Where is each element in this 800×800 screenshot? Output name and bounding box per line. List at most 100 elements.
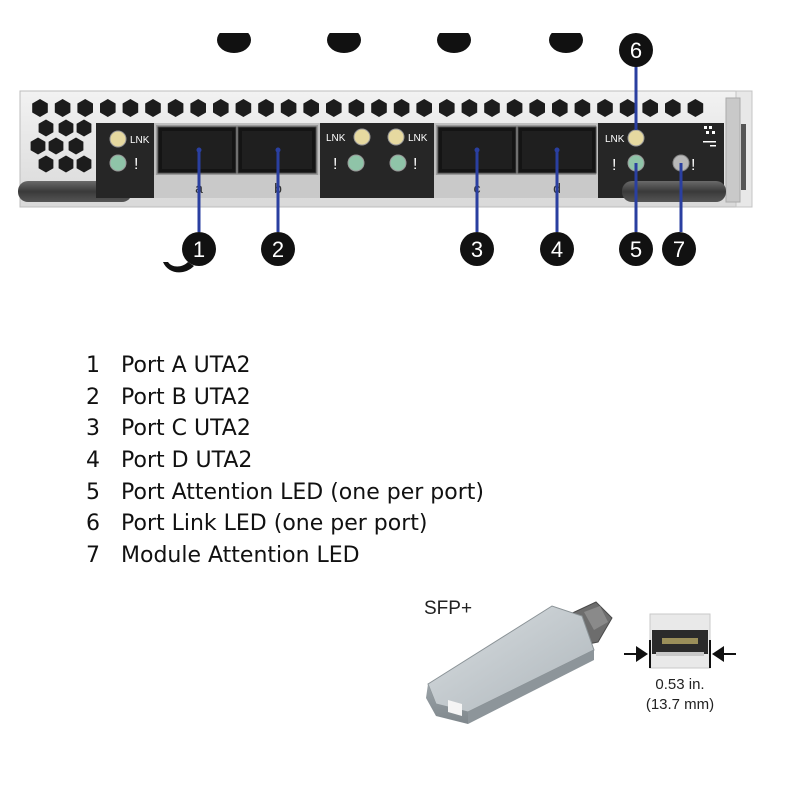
legend-text: Port A UTA2 xyxy=(121,353,251,378)
vent-hole xyxy=(100,99,116,117)
vent-hole xyxy=(416,99,432,117)
vent-hole xyxy=(597,99,613,117)
sfp-port-front-view xyxy=(649,613,711,669)
callout-6-number: 6 xyxy=(630,38,642,63)
dimension-arrows xyxy=(624,640,736,668)
callout-lines xyxy=(197,66,683,232)
led-label-lnk-b: LNK xyxy=(326,133,346,144)
legend-item-2: 2 Port B UTA2 xyxy=(86,382,484,414)
led-label-lnk-c: LNK xyxy=(408,133,428,144)
vent-hole xyxy=(461,99,478,117)
legend-item-6: 6 Port Link LED (one per port) xyxy=(86,508,484,540)
vent-hole xyxy=(32,99,48,117)
network-icon xyxy=(703,126,716,147)
vent-hole xyxy=(77,99,93,117)
vent-hole xyxy=(122,99,139,117)
legend-item-4: 4 Port D UTA2 xyxy=(86,445,484,477)
vent-hole xyxy=(439,99,455,117)
attention-mark-b: ! xyxy=(333,156,337,173)
vent-hole xyxy=(30,137,46,155)
link-led-a xyxy=(109,130,127,148)
vent-hole xyxy=(38,119,54,137)
legend-item-1: 1 Port A UTA2 xyxy=(86,350,484,382)
callout-7-number: 7 xyxy=(673,237,685,262)
vent-hole xyxy=(190,99,206,117)
link-led-d xyxy=(627,129,645,147)
vent-hole xyxy=(326,99,342,117)
attention-led-b xyxy=(347,154,365,172)
legend-number: 6 xyxy=(86,511,100,537)
vent-hole xyxy=(484,99,500,117)
right-handle[interactable] xyxy=(622,181,726,202)
vent-hole xyxy=(619,99,636,117)
led-panel-left: LNK ! xyxy=(96,123,154,198)
led-panel-middle: LNK LNK ! ! xyxy=(320,123,434,198)
attention-mark-d: ! xyxy=(612,157,616,174)
vent-hole xyxy=(38,155,54,173)
cropped-callout-fragment xyxy=(163,262,194,273)
vent-hole xyxy=(371,99,387,117)
vent-hole xyxy=(145,99,161,117)
callout-1-number: 1 xyxy=(193,237,205,262)
vent-hole xyxy=(213,99,229,117)
port-label-strip-ab xyxy=(154,175,320,198)
vent-hole xyxy=(58,155,74,173)
callout-4-number: 4 xyxy=(551,237,563,262)
vent-hole xyxy=(642,99,658,117)
vent-hole xyxy=(687,99,704,117)
vent-hole xyxy=(303,99,319,117)
legend-number: 1 xyxy=(86,353,100,378)
callout-4: 4 xyxy=(540,232,574,266)
vent-hole xyxy=(280,99,297,117)
legend-number: 3 xyxy=(86,416,100,442)
ventilation-block xyxy=(30,119,92,173)
legend-text: Port Link LED (one per port) xyxy=(121,511,428,537)
vent-hole xyxy=(58,119,74,137)
callout-endpoints xyxy=(196,147,560,153)
attention-mark-c: ! xyxy=(413,156,417,173)
legend-item-7: 7 Module Attention LED xyxy=(86,540,484,572)
callout-5: 5 xyxy=(619,232,653,266)
sfp-transceiver-illustration xyxy=(426,601,613,724)
led-label-lnk-d: LNK xyxy=(605,134,625,145)
vent-hole xyxy=(48,137,64,155)
module-attention-mark: ! xyxy=(691,157,695,174)
legend-number: 4 xyxy=(86,448,100,474)
legend-number: 2 xyxy=(86,384,100,410)
dimension-inches: 0.53 in. xyxy=(655,676,705,693)
dimension-millimeters: (13.7 mm) xyxy=(645,696,715,713)
callout-2-number: 2 xyxy=(272,237,284,262)
vent-hole xyxy=(68,137,84,155)
vent-hole xyxy=(574,99,591,117)
vent-hole xyxy=(54,99,71,117)
legend-number: 7 xyxy=(86,543,100,569)
vent-hole xyxy=(552,99,568,117)
vent-hole xyxy=(393,99,410,117)
vent-hole xyxy=(76,119,92,137)
vent-hole xyxy=(76,155,92,173)
callout-7: 7 xyxy=(662,232,696,266)
vent-hole xyxy=(529,99,545,117)
cropped-callouts-top xyxy=(200,0,600,53)
legend-text: Module Attention LED xyxy=(121,543,360,569)
legend-text: Port Attention LED (one per port) xyxy=(121,479,484,505)
sfp-title: SFP+ xyxy=(424,598,473,619)
port-label-strip-cd xyxy=(434,175,598,198)
link-led-c xyxy=(387,128,405,146)
legend-text: Port D UTA2 xyxy=(121,448,253,474)
vent-hole xyxy=(258,99,274,117)
legend-text: Port B UTA2 xyxy=(121,384,251,410)
vent-hole xyxy=(665,99,681,117)
callout-6: 6 xyxy=(619,33,653,67)
vent-hole xyxy=(506,99,523,117)
callout-5-number: 5 xyxy=(630,237,642,262)
led-label-lnk-a: LNK xyxy=(130,135,150,146)
legend-item-5: 5 Port Attention LED (one per port) xyxy=(86,477,484,509)
vent-hole xyxy=(235,99,252,117)
legend-item-3: 3 Port C UTA2 xyxy=(86,413,484,445)
legend-text: Port C UTA2 xyxy=(121,416,251,442)
callout-3: 3 xyxy=(460,232,494,266)
legend-number: 5 xyxy=(86,479,100,505)
